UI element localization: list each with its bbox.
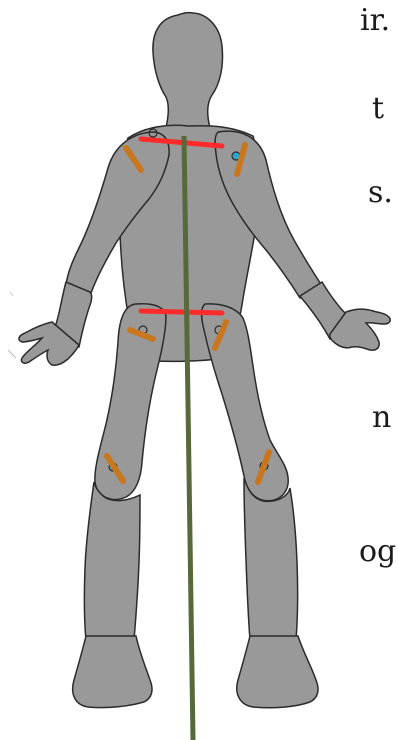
hip-bar	[141, 311, 222, 313]
text-fragment-1: ir.	[360, 6, 390, 36]
head	[153, 13, 223, 128]
left-lower-leg	[84, 482, 140, 640]
text-fragment-3: s.	[368, 178, 393, 208]
right-lower-leg	[244, 478, 298, 640]
right-thigh	[202, 304, 289, 501]
edge-mark	[8, 350, 16, 358]
left-foot	[73, 636, 152, 708]
body-silhouette	[19, 13, 390, 708]
text-fragment-4: n	[372, 403, 391, 433]
edge-mark	[10, 292, 13, 296]
text-fragment-2: t	[372, 94, 384, 124]
text-fragment-5: og	[359, 537, 396, 567]
right-foot	[237, 636, 318, 708]
